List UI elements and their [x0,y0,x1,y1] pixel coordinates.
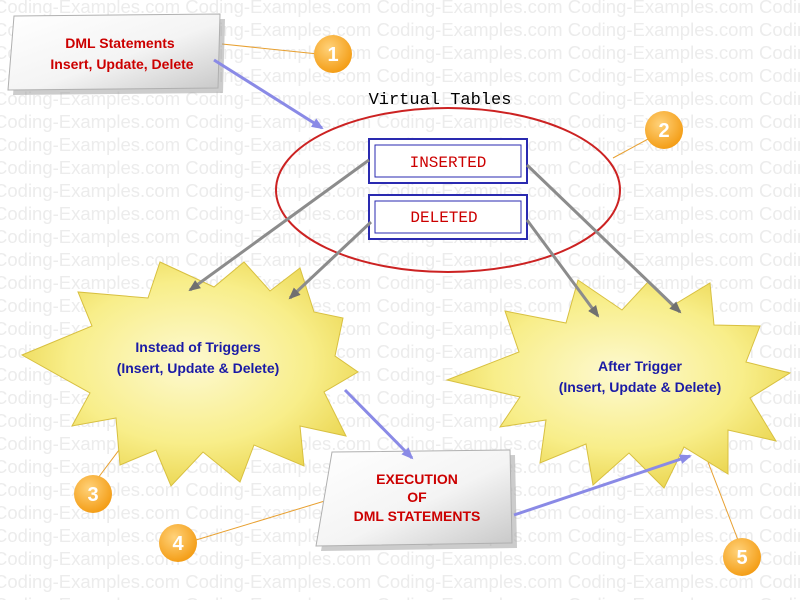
watermark-line: Coding-Examples.com Coding-Examples.com … [0,111,800,132]
watermark-line: Coding-Examples.com Coding-Examples.com … [0,180,800,201]
flow-arrows [188,58,692,517]
watermark-line: Coding-Examples.com Coding-Examples.com … [0,88,800,109]
marker-5-label: 5 [736,547,747,569]
dml-line1: DML Statements [65,35,175,51]
marker-3-label: 3 [87,484,98,506]
marker-5: 5 [723,538,761,576]
dml-line2: Insert, Update, Delete [50,56,193,72]
execution-line1: EXECUTION [376,471,458,487]
after-line2: (Insert, Update & Delete) [559,379,722,395]
execution-box: EXECUTION OF DML STATEMENTS [315,449,517,551]
marker-2-label: 2 [658,120,669,142]
dml-statements-box: DML Statements Insert, Update, Delete [7,13,225,95]
after-line1: After Trigger [598,358,683,374]
watermark-line: Coding-Examples.com Coding-Examples.com … [0,571,800,592]
execution-line2: OF [407,489,427,505]
watermark-line: Coding-Examples.com Coding-Examples.com … [0,594,800,600]
deleted-label: DELETED [410,209,477,227]
marker-4: 4 [159,524,197,562]
virtual-tables-title: Virtual Tables [369,91,512,110]
instead-of-line1: Instead of Triggers [135,339,260,355]
deleted-table: DELETED [368,194,528,240]
after-trigger-starburst [445,279,792,489]
inserted-table: INSERTED [368,138,528,184]
inserted-label: INSERTED [410,154,487,172]
marker-4-label: 4 [172,533,184,555]
marker-1: 1 [314,35,352,73]
marker-2: 2 [645,111,683,149]
execution-line3: DML STATEMENTS [354,508,481,524]
marker-3: 3 [74,475,112,513]
watermark-line: Coding-Examples.com Coding-Examples.com … [0,548,800,569]
watermark-line: Coding-Examples.com Coding-Examples.com … [0,0,800,17]
virtual-tables-ellipse [275,107,621,273]
instead-of-trigger-starburst [20,261,359,487]
instead-of-line2: (Insert, Update & Delete) [117,360,280,376]
watermark-line: Coding-Examples.com Coding-Examples.com … [0,249,800,270]
marker-1-label: 1 [327,44,338,66]
